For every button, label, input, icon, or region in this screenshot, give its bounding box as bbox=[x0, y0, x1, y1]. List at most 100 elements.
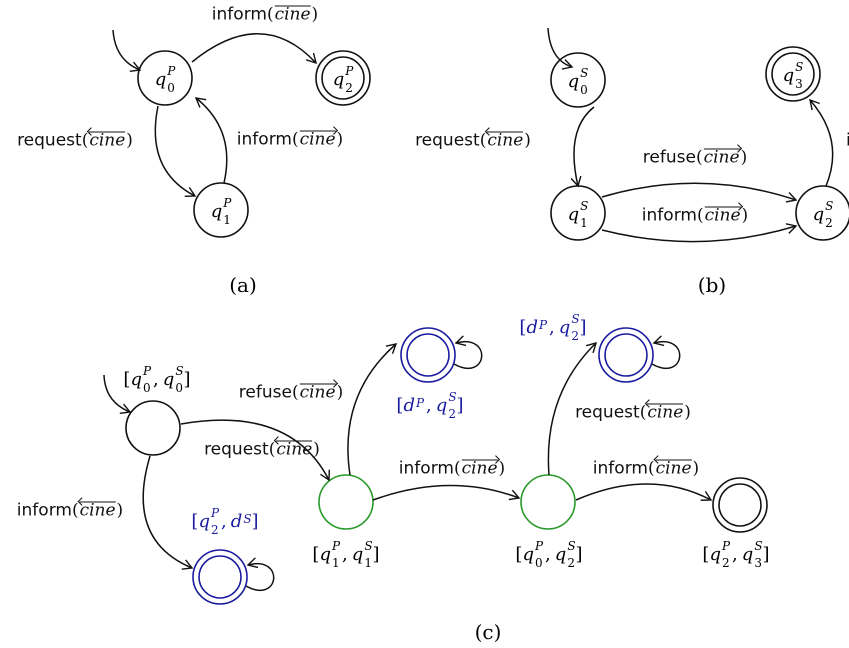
action-name: inform bbox=[641, 205, 697, 226]
symbol: d bbox=[526, 317, 538, 338]
superscript: S bbox=[364, 539, 373, 553]
symbol: q bbox=[198, 511, 210, 532]
subscript: 0 bbox=[167, 81, 175, 95]
subscript: 2 bbox=[567, 556, 575, 570]
edge-c-initial bbox=[103, 374, 132, 414]
symbol: q bbox=[812, 204, 825, 225]
superscript: S bbox=[448, 390, 457, 404]
edge-label-c-req2: requestcine bbox=[575, 403, 691, 423]
subscript: 0 bbox=[580, 83, 588, 97]
edge-label-c-inf-left: inform cine bbox=[16, 500, 123, 521]
subscript: 0 bbox=[534, 556, 543, 570]
edge-label-c-ref: refusecine bbox=[239, 382, 343, 403]
symbol: q bbox=[567, 204, 580, 225]
edge-c-dq2b-loop bbox=[651, 335, 681, 370]
channel-right-arrow: cine bbox=[299, 129, 336, 150]
subscript: 1 bbox=[331, 556, 340, 570]
symbol: q bbox=[567, 71, 580, 92]
state-label-c-q2d: qP2dS bbox=[191, 506, 258, 537]
state-a-q1 bbox=[193, 182, 249, 238]
edge-c-init-q1q1 bbox=[180, 419, 330, 482]
channel-right-arrow: cine bbox=[299, 382, 336, 403]
superscript: S bbox=[571, 312, 580, 326]
symbol: q bbox=[741, 544, 754, 565]
channel-left-arrow: cine bbox=[655, 458, 692, 479]
symbol: q bbox=[130, 369, 142, 390]
subscript: 2 bbox=[210, 523, 219, 537]
state-c-q0q2 bbox=[520, 474, 576, 530]
channel-left-arrow: cine bbox=[89, 130, 126, 151]
superscript: S bbox=[825, 199, 834, 213]
subscript: 3 bbox=[754, 556, 762, 570]
symbol: d bbox=[230, 511, 243, 532]
state-c-q2d bbox=[192, 549, 248, 605]
subscript: 3 bbox=[795, 77, 803, 91]
channel-right-arrow: cine bbox=[703, 147, 740, 168]
state-c-init bbox=[125, 400, 181, 456]
action-name: in bbox=[846, 130, 849, 151]
edge-label-a-req: request cine bbox=[17, 130, 133, 151]
edge-label-c-inf-right: informcine bbox=[593, 458, 699, 479]
superscript: S bbox=[754, 539, 763, 553]
edge-b-q1-q2-refuse bbox=[601, 182, 798, 203]
superscript: P bbox=[331, 539, 341, 553]
superscript: P bbox=[223, 196, 232, 210]
action-name: refuse bbox=[642, 147, 696, 168]
edge-label-a-top: informcine bbox=[211, 4, 318, 25]
subscript: 2 bbox=[571, 329, 579, 343]
action-name: inform bbox=[16, 500, 72, 521]
action-name: inform bbox=[211, 4, 267, 25]
superscript: P bbox=[142, 364, 152, 378]
edge-label-b-inf: informcine bbox=[641, 205, 748, 226]
state-label-c-init: qP0qS0 bbox=[123, 364, 190, 395]
superscript: P bbox=[538, 318, 548, 332]
subscript: 2 bbox=[448, 407, 456, 421]
edge-label-c-inf-mid: informcine bbox=[399, 458, 505, 479]
action-name: request bbox=[204, 439, 269, 460]
state-c-dq2b bbox=[598, 327, 654, 383]
superscript: P bbox=[721, 539, 731, 553]
state-b-q3 bbox=[765, 46, 821, 102]
edge-a-q1-q0 bbox=[194, 97, 228, 184]
channel-left-arrow: cine bbox=[79, 500, 116, 521]
edge-c-dq2a-loop bbox=[453, 335, 483, 370]
state-c-dq2a bbox=[400, 327, 456, 383]
edge-label-b-cut: in bbox=[846, 130, 849, 151]
symbol: q bbox=[162, 369, 175, 390]
edge-c-q1q1-q0q2 bbox=[372, 484, 521, 501]
state-c-q1q1 bbox=[318, 474, 374, 530]
superscript: S bbox=[175, 364, 184, 378]
state-label-c-q1q1: qP1qS1 bbox=[312, 539, 379, 570]
action-name: request bbox=[17, 130, 82, 151]
caption-a: (a) bbox=[229, 273, 257, 297]
superscript: P bbox=[534, 539, 544, 553]
edge-b-q2-q3 bbox=[809, 98, 834, 187]
subscript: 0 bbox=[142, 381, 151, 395]
channel-right-arrow: cine bbox=[461, 458, 498, 479]
channel-left-arrow: cine bbox=[276, 439, 313, 460]
action-name: inform bbox=[236, 129, 292, 150]
channel-left-arrow: cine bbox=[487, 130, 524, 151]
superscript: S bbox=[580, 66, 589, 80]
subscript: 2 bbox=[721, 556, 730, 570]
edge-a-q0-q1 bbox=[154, 105, 197, 197]
edge-label-b-ref: refuse cine bbox=[642, 147, 747, 168]
edge-c-q0q2-dq2b bbox=[547, 341, 598, 476]
caption-c: (c) bbox=[474, 620, 502, 644]
superscript: P bbox=[210, 506, 220, 520]
edge-c-init-q2d bbox=[142, 455, 194, 570]
superscript: S bbox=[795, 60, 804, 74]
symbol: q bbox=[210, 201, 223, 222]
symbol: q bbox=[435, 395, 448, 416]
edge-c-q1q1-dq2a bbox=[347, 343, 398, 476]
superscript: S bbox=[580, 199, 589, 213]
edge-c-q0q2-q2q3 bbox=[575, 483, 713, 501]
symbol: q bbox=[782, 65, 795, 86]
symbol: q bbox=[332, 69, 345, 90]
state-c-q2q3 bbox=[712, 477, 768, 533]
